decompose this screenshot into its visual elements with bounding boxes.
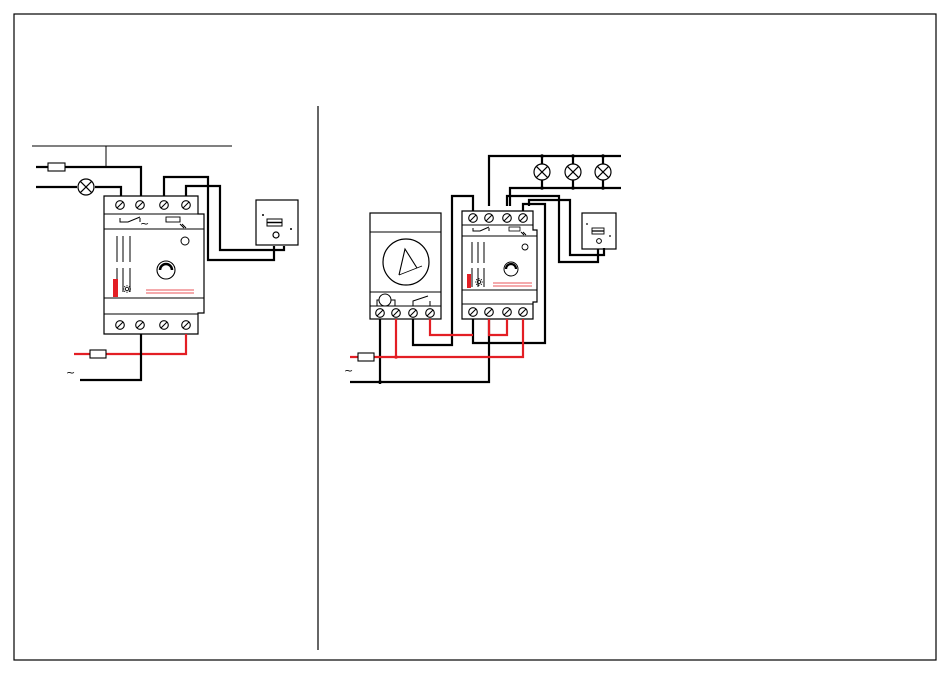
left-diagram: ~ (32, 146, 298, 380)
supply-symbol: ~ (66, 366, 75, 379)
fuse-icon (358, 353, 374, 361)
page-frame (14, 14, 936, 660)
lamp-icon (78, 179, 94, 195)
dimmer-module: ~ (104, 196, 204, 334)
dimmer-module (462, 211, 537, 319)
timer-switch-module (370, 213, 441, 319)
supply-symbol: ~ (344, 364, 353, 377)
right-diagram: ~ (344, 154, 621, 384)
light-sensor-icon (582, 213, 616, 249)
fuse-icon (90, 350, 106, 358)
lamp-icon (534, 164, 550, 180)
light-sensor-icon (256, 200, 298, 245)
svg-text:~: ~ (140, 217, 149, 230)
lamp-icon (595, 164, 611, 180)
lamp-icon (565, 164, 581, 180)
fuse-icon (48, 163, 65, 171)
